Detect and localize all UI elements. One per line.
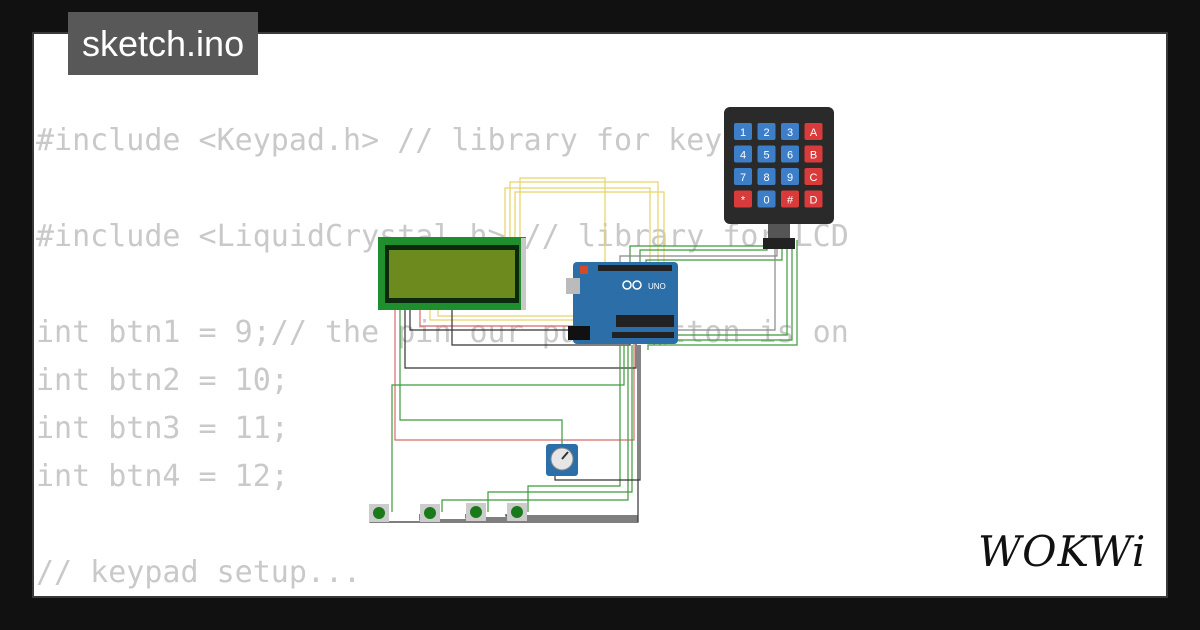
keypad-key: A <box>804 123 823 140</box>
bottom-band <box>0 598 1200 630</box>
keypad-key: B <box>804 145 823 163</box>
arduino-label: UNO <box>648 282 666 291</box>
keypad-key: 4 <box>734 145 752 163</box>
keypad-key-label: D <box>810 195 818 207</box>
potentiometer <box>546 444 578 476</box>
keypad-key-label: # <box>787 195 794 207</box>
keypad-key-label: 0 <box>763 195 769 207</box>
keypad-key-label: 3 <box>787 127 793 139</box>
keypad-key: 7 <box>734 168 752 185</box>
keypad-key-label: C <box>810 172 818 184</box>
wokwi-logo: WOKWi <box>978 527 1147 576</box>
file-name-tab: sketch.ino <box>68 12 259 75</box>
push-button <box>507 503 527 521</box>
keypad-key: 8 <box>757 168 776 185</box>
keypad-key: * <box>734 190 752 208</box>
code-line: int btn2 = 10; <box>36 363 289 398</box>
keypad-key: 5 <box>757 145 776 163</box>
keypad-key-label: 6 <box>787 150 793 162</box>
keypad-key-label: 2 <box>763 127 769 139</box>
code-line: int btn3 = 11; <box>36 411 289 446</box>
keypad-key-label: A <box>810 127 818 139</box>
code-line: #include <LiquidCrystal.h> // library fo… <box>36 219 849 254</box>
keypad-key: 6 <box>781 145 799 163</box>
keypad-key-label: * <box>741 195 746 207</box>
keypad-key: # <box>781 190 799 208</box>
arduino-uno-board: UNO <box>566 262 678 344</box>
push-button <box>466 503 486 521</box>
code-background: #include <Keypad.h> // library for keypa… <box>36 117 849 597</box>
keypad-key: 0 <box>757 190 776 208</box>
keypad-key: 3 <box>781 123 799 140</box>
keypad-key-label: 4 <box>740 150 746 162</box>
keypad-key-label: 7 <box>740 172 746 184</box>
keypad-key-label: 1 <box>740 127 746 139</box>
keypad-key: C <box>804 168 823 185</box>
keypad-key: 9 <box>781 168 799 185</box>
push-button <box>369 504 389 522</box>
code-line: // keypad setup... <box>36 555 362 590</box>
keypad-key-label: 9 <box>787 172 793 184</box>
code-line: int btn4 = 12; <box>36 459 289 494</box>
keypad-key: 2 <box>757 123 776 140</box>
push-buttons <box>369 503 527 522</box>
keypad-key-label: 5 <box>763 150 769 162</box>
keypad-key: 1 <box>734 123 752 140</box>
keypad-key-label: 8 <box>763 172 769 184</box>
push-button <box>420 504 440 522</box>
keypad-key-label: B <box>810 150 817 162</box>
lcd-display <box>378 237 526 310</box>
keypad-key: D <box>804 190 823 208</box>
keypad: 1 2 3 A 4 5 6 B 7 8 9 C * 0 # D <box>724 107 834 249</box>
wires <box>369 177 798 523</box>
